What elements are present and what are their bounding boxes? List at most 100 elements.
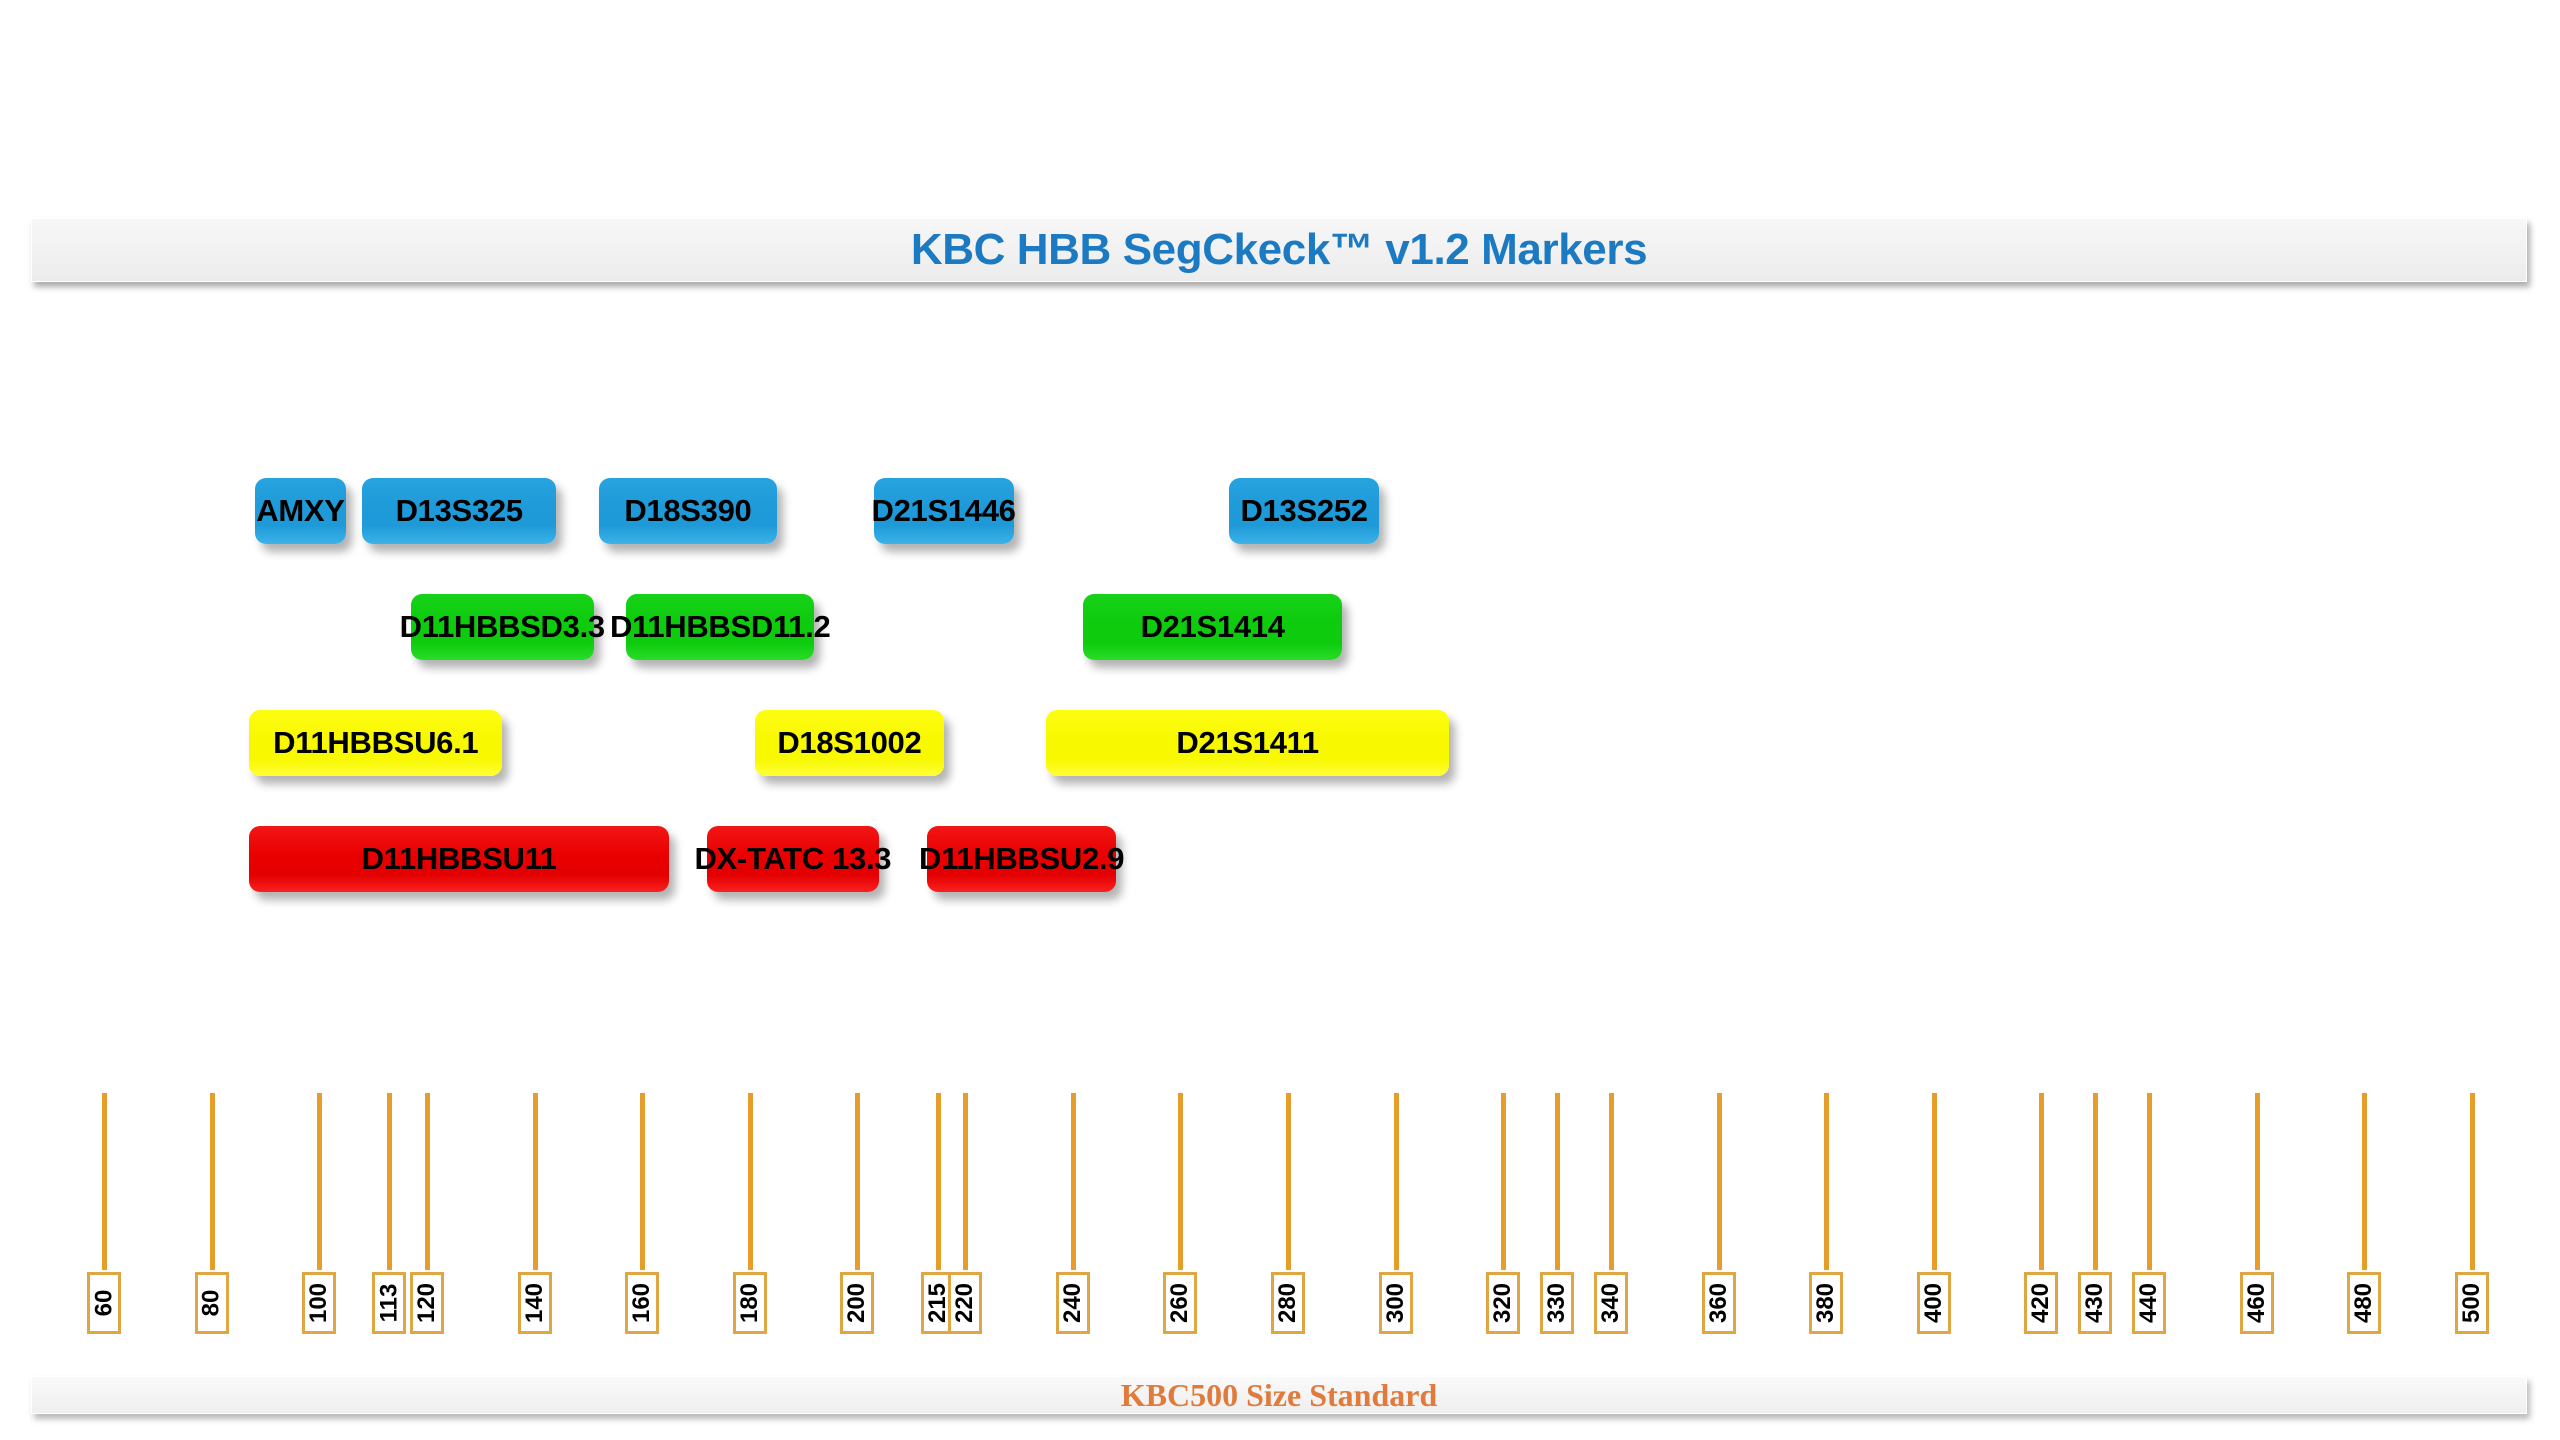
ladder-tick-line (640, 1093, 646, 1270)
page-title: KBC HBB SegCkeck™ v1.2 Markers (910, 225, 1648, 274)
ladder-tick-label-box: 220 (948, 1272, 983, 1334)
ladder-tick-label: 80 (197, 1289, 225, 1317)
marker-bar[interactable]: DX-TATC 13.3 (694, 826, 892, 892)
ladder-tick-label-box: 200 (840, 1272, 875, 1334)
marker-bar[interactable]: D11HBBSU11 (249, 826, 670, 892)
ladder-tick-label: 300 (1381, 1282, 1409, 1324)
ladder-tick-line (1178, 1093, 1184, 1270)
ladder-tick-label: 380 (1812, 1282, 1840, 1324)
ladder-tick-label-box: 340 (1593, 1272, 1628, 1334)
ladder-tick-line (2362, 1093, 2368, 1270)
ladder-tick-line (1608, 1093, 1614, 1270)
ladder-tick-label-box: 360 (1701, 1272, 1736, 1334)
ladder-tick-line (209, 1093, 215, 1270)
ladder-tick-label: 340 (1596, 1282, 1624, 1324)
marker-bar[interactable]: D11HBBSU6.1 (249, 710, 503, 776)
marker-bar[interactable]: D21S1414 (1083, 594, 1342, 660)
marker-label: DX-TATC 13.3 (694, 841, 892, 876)
ladder-tick-label-box: 113 (372, 1272, 407, 1334)
ladder-tick-label-box: 380 (1809, 1272, 1844, 1334)
ladder-tick-label: 400 (1919, 1282, 1947, 1324)
ladder-tick-label-box: 400 (1916, 1272, 1951, 1334)
marker-label: D21S1414 (1140, 609, 1285, 644)
ladder-tick-label-box: 300 (1378, 1272, 1413, 1334)
ladder-tick-line (1824, 1093, 1830, 1270)
ladder-tick-line (1716, 1093, 1722, 1270)
ladder-tick-line (102, 1093, 107, 1270)
ladder-tick-line (2147, 1093, 2153, 1270)
ladder-tick-label: 430 (2081, 1282, 2109, 1324)
ladder-tick-line (2469, 1093, 2475, 1270)
marker-bar[interactable]: D13S325 (362, 478, 557, 544)
marker-bar[interactable]: AMXY (254, 478, 347, 544)
title-bar: KBC HBB SegCkeck™ v1.2 Markers (31, 218, 2527, 282)
marker-label: D21S1446 (871, 493, 1016, 528)
ladder-tick-line (936, 1093, 942, 1270)
ladder-tick-line (2093, 1093, 2099, 1270)
marker-bar[interactable]: D11HBBSD11.2 (610, 594, 831, 660)
marker-label: D13S325 (395, 493, 523, 528)
marker-label: D11HBBSD3.3 (399, 609, 605, 644)
ladder-tick-label: 360 (1704, 1282, 1732, 1324)
ladder-tick-label-box: 500 (2454, 1272, 2489, 1334)
ladder-tick-label: 420 (2027, 1282, 2055, 1324)
marker-bar[interactable]: D11HBBSU2.9 (919, 826, 1124, 892)
ladder-tick-label-box: 120 (409, 1272, 444, 1334)
ladder-tick-label: 240 (1058, 1282, 1086, 1324)
ladder-tick-line (1501, 1093, 1507, 1270)
ladder-tick-label: 320 (1489, 1282, 1517, 1324)
ladder-tick-label: 200 (843, 1282, 871, 1324)
ladder-tick-label-box: 240 (1055, 1272, 1090, 1334)
ladder-tick-line (855, 1093, 861, 1270)
marker-bar[interactable]: D18S390 (599, 478, 777, 544)
marker-bar[interactable]: D13S252 (1228, 478, 1380, 544)
ladder-tick-label-box: 260 (1163, 1272, 1198, 1334)
ladder-tick-label-box: 100 (302, 1272, 337, 1334)
ladder-tick-label-box: 140 (517, 1272, 552, 1334)
ladder-tick-label-box: 180 (732, 1272, 767, 1334)
ladder-tick-line (747, 1093, 753, 1270)
ladder-tick-label-box: 160 (625, 1272, 660, 1334)
marker-bar[interactable]: D21S1446 (871, 478, 1016, 544)
ladder-tick-label-box: 80 (194, 1272, 229, 1334)
marker-bar[interactable]: D18S1002 (755, 710, 944, 776)
ladder-tick-line (424, 1093, 430, 1270)
marker-label: D18S390 (624, 493, 752, 528)
ladder-tick-label: 113 (375, 1283, 403, 1323)
ladder-tick-label-box: 420 (2024, 1272, 2059, 1334)
ladder-tick-label-box: 480 (2347, 1272, 2382, 1334)
ladder-tick-line (1070, 1093, 1076, 1270)
ladder-tick-label: 160 (628, 1282, 656, 1324)
ladder-tick-label: 460 (2242, 1282, 2270, 1324)
ladder-tick-label-box: 280 (1270, 1272, 1305, 1334)
ladder-tick-label-box: 430 (2078, 1272, 2113, 1334)
ladder-tick-line (387, 1093, 393, 1270)
marker-bar[interactable]: D21S1411 (1045, 710, 1450, 776)
ladder-tick-line (2254, 1093, 2260, 1270)
ladder-tick-line (532, 1093, 538, 1270)
ladder-tick-label: 220 (951, 1282, 979, 1324)
ladder-tick-label: 500 (2457, 1282, 2485, 1324)
ladder-tick-line (1931, 1093, 1937, 1270)
ladder-tick-label: 330 (1543, 1282, 1571, 1324)
ladder-tick-line (317, 1093, 323, 1270)
ladder-tick-label: 120 (412, 1282, 440, 1324)
size-standard-label: KBC500 Size Standard (1120, 1376, 1438, 1413)
marker-label: D18S1002 (777, 725, 922, 760)
ladder-tick-label: 100 (305, 1282, 333, 1324)
ladder-tick-label-box: 460 (2239, 1272, 2274, 1334)
ladder-tick-label: 440 (2135, 1282, 2163, 1324)
ladder-tick-label-box: 330 (1540, 1272, 1575, 1334)
ladder-tick-label-box: 60 (87, 1272, 121, 1334)
marker-label: D13S252 (1240, 493, 1368, 528)
ladder-tick-label-box: 320 (1486, 1272, 1521, 1334)
marker-bar[interactable]: D11HBBSD3.3 (400, 594, 605, 660)
ladder-tick-line (1285, 1093, 1291, 1270)
marker-label: D11HBBSD11.2 (610, 609, 831, 644)
ladder-tick-label: 140 (520, 1282, 548, 1324)
footer-bar: KBC500 Size Standard (31, 1376, 2527, 1414)
marker-label: AMXY (256, 493, 345, 528)
ladder-tick-label: 260 (1166, 1282, 1194, 1324)
ladder-tick-line (2039, 1093, 2045, 1270)
